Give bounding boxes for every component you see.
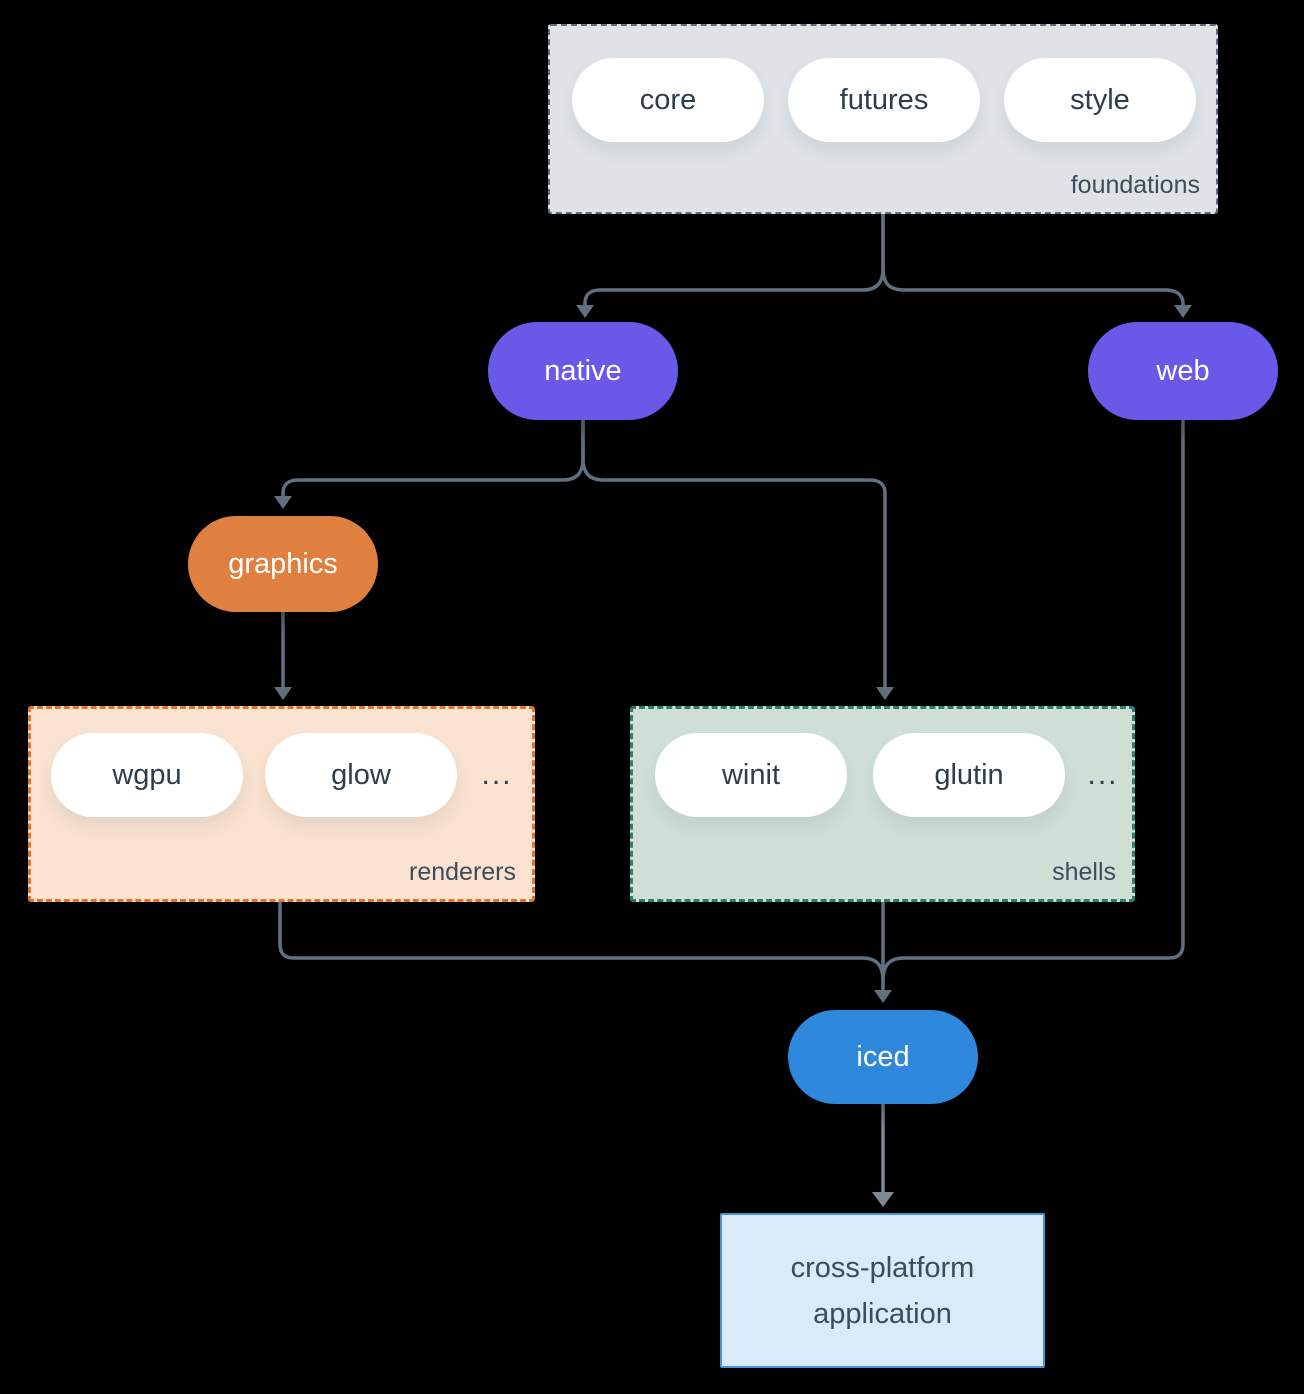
- node-wgpu: wgpu: [51, 733, 243, 817]
- edge-native-graphics: [281, 420, 585, 497]
- renderers-ellipsis: ...: [481, 758, 513, 791]
- node-glow: glow: [265, 733, 457, 817]
- node-glutin: glutin: [873, 733, 1065, 817]
- edge-renderers-merge: [278, 902, 885, 981]
- shells-group: winit glutin ... shells: [630, 706, 1135, 902]
- renderers-group: wgpu glow ... renderers: [28, 706, 535, 902]
- foundations-group: core futures style foundations: [548, 24, 1218, 214]
- node-native: native: [488, 322, 678, 420]
- arrowhead-graphics: [274, 496, 292, 509]
- node-cross-platform-application: cross-platform application: [720, 1213, 1045, 1368]
- edge-native-shells: [581, 420, 887, 688]
- edge-foundations-native: [583, 214, 885, 306]
- arrowhead-app: [872, 1192, 894, 1207]
- shells-ellipsis: ...: [1087, 758, 1119, 791]
- renderers-label: renderers: [409, 858, 516, 886]
- edge-foundations-web: [881, 214, 1185, 306]
- edge-web-merge: [881, 419, 1185, 981]
- node-core: core: [572, 58, 764, 142]
- foundations-label: foundations: [1070, 171, 1200, 199]
- node-style: style: [1004, 58, 1196, 142]
- node-winit: winit: [655, 733, 847, 817]
- arrowhead-web: [1174, 305, 1192, 318]
- node-web: web: [1088, 322, 1278, 420]
- arrowhead-shells: [876, 687, 894, 700]
- node-futures: futures: [788, 58, 980, 142]
- node-graphics: graphics: [188, 516, 378, 612]
- node-iced: iced: [788, 1010, 978, 1104]
- arrowhead-iced: [874, 990, 892, 1003]
- shells-label: shells: [1052, 858, 1116, 886]
- arrowhead-renderers: [274, 687, 292, 700]
- arrowhead-native: [576, 305, 594, 318]
